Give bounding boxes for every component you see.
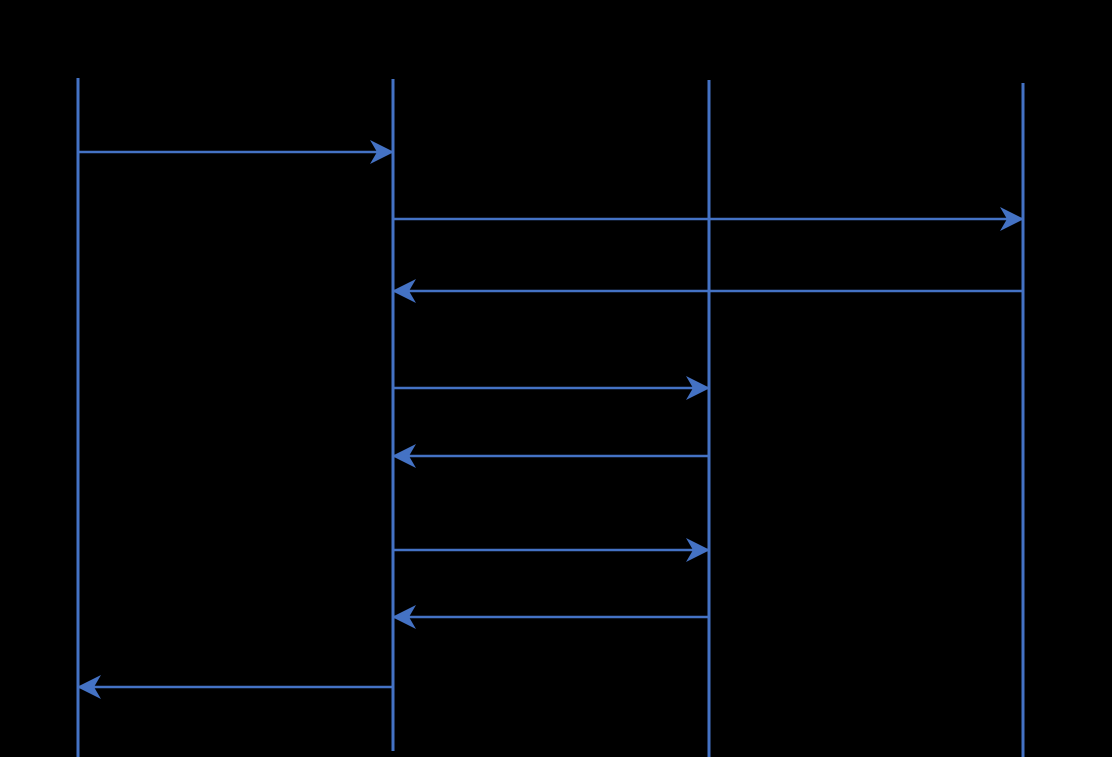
messages-group <box>77 140 1024 699</box>
lifelines-group <box>76 78 1025 757</box>
